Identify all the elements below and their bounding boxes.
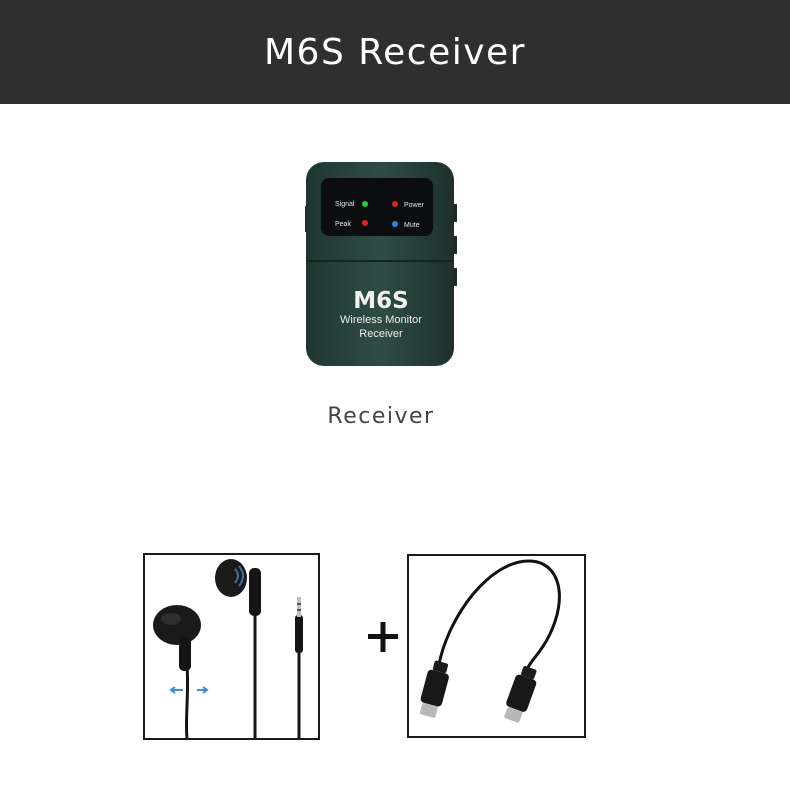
page-title: M6S Receiver bbox=[263, 31, 526, 73]
device-line-2: Receiver bbox=[359, 328, 403, 340]
usb-c-cable-image bbox=[419, 559, 561, 723]
earphones-image bbox=[153, 559, 303, 739]
signal-led bbox=[362, 201, 368, 207]
cable-frame bbox=[407, 554, 586, 738]
plus-icon bbox=[368, 622, 398, 652]
signal-label: Signal bbox=[335, 201, 355, 208]
peak-label: Peak bbox=[335, 221, 351, 228]
power-label: Power bbox=[404, 202, 425, 209]
peak-led bbox=[362, 220, 368, 226]
receiver-caption: Receiver bbox=[327, 404, 435, 429]
power-led bbox=[392, 201, 398, 207]
receiver-device-image: Signal Power Peak Mute M6S Wireless Moni… bbox=[305, 162, 457, 366]
device-model: M6S bbox=[353, 288, 408, 314]
mute-led bbox=[392, 221, 398, 227]
mute-label: Mute bbox=[404, 222, 420, 229]
earphones-frame bbox=[143, 553, 320, 740]
device-line-1: Wireless Monitor bbox=[340, 314, 422, 326]
header-bar: M6S Receiver bbox=[0, 0, 790, 104]
